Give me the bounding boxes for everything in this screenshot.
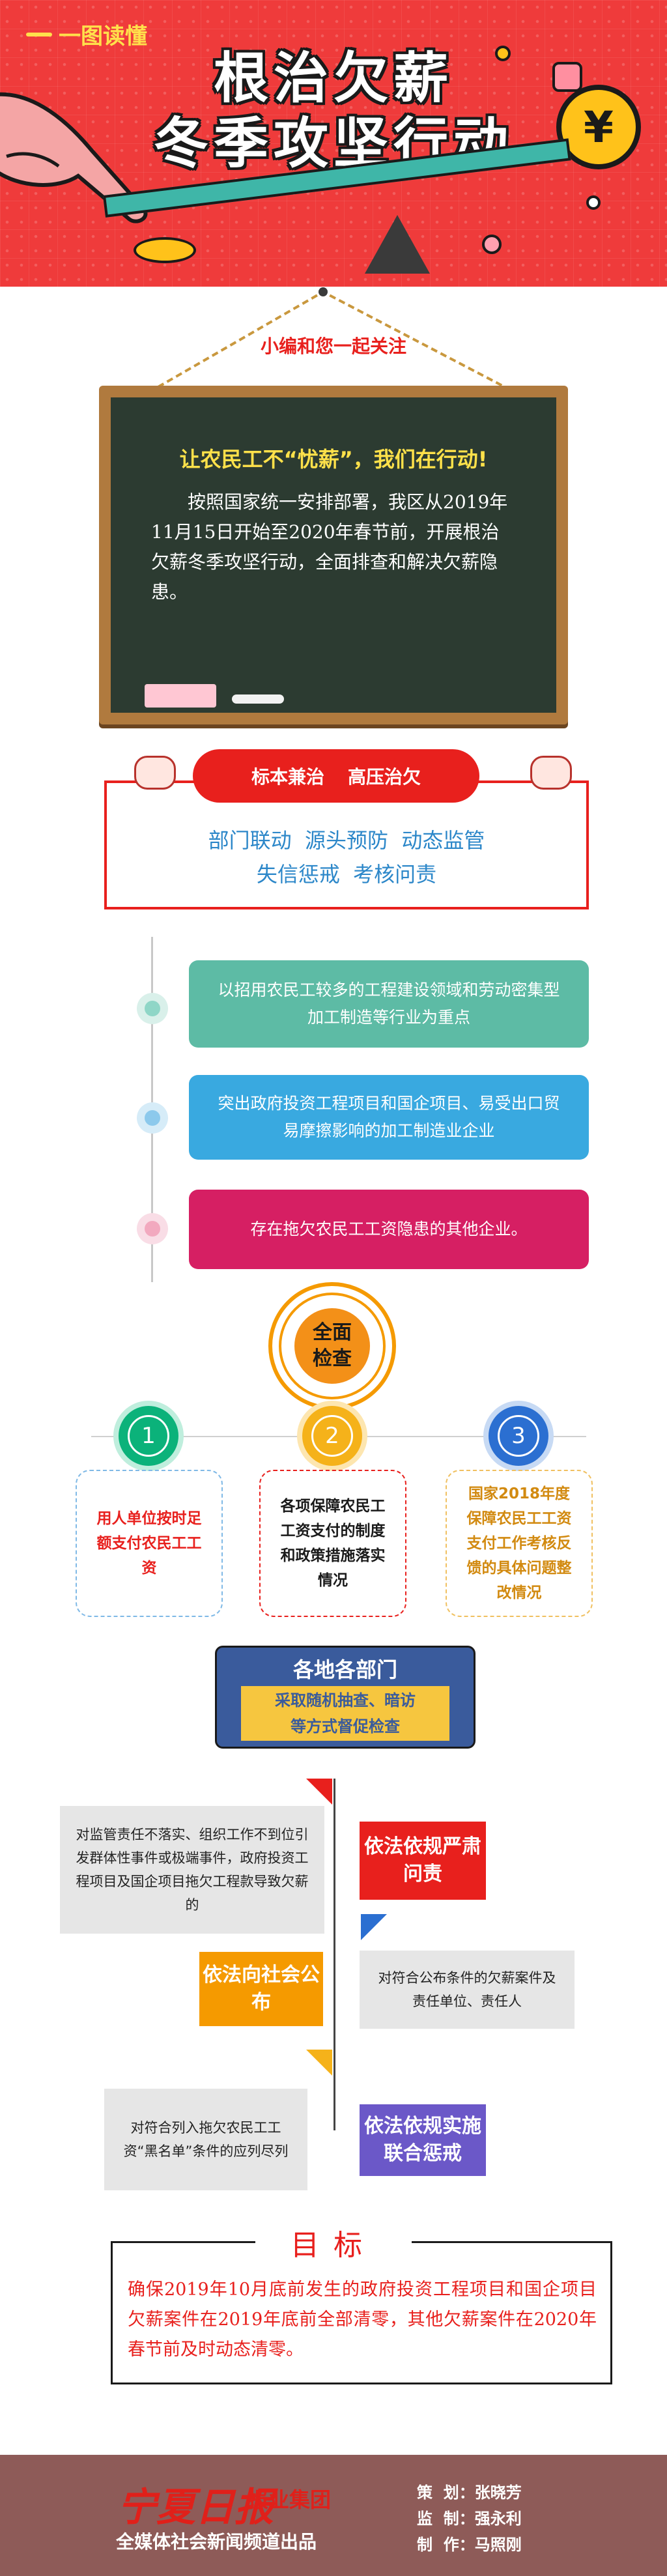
check-ring xyxy=(279,1293,386,1399)
number-badge-2: 2 xyxy=(302,1406,362,1466)
dept-title: 各地各部门 xyxy=(292,1657,397,1682)
channel-name: 全媒体社会新闻频道出品 xyxy=(116,2531,317,2553)
board-hanging-caption: 小编和您一起关注 xyxy=(260,336,406,357)
thumbs-up-icon xyxy=(552,62,582,92)
hero-banner: 一图读懂 根治欠薪 冬季攻坚行动 ¥ xyxy=(0,0,667,287)
pointing-hand-icon xyxy=(0,92,148,223)
principle-lines: 部门联动 源头预防 动态监管 失信惩戒 考核问责 xyxy=(104,823,589,891)
deco-dot xyxy=(495,46,511,61)
focus-card-3: 存在拖欠农民工工资隐患的其他企业。 xyxy=(189,1190,589,1269)
timeline-dot xyxy=(137,1213,168,1244)
title-line-1: 根治欠薪 xyxy=(213,46,453,110)
deco-dot xyxy=(586,195,601,210)
measure-3-text: 对符合列入拖欠农民工工资“黑名单”条件的应列尽列 xyxy=(104,2089,307,2190)
dept-subtitle: 采取随机抽查、暗访等方式督促检查 xyxy=(241,1686,449,1741)
hanging-string xyxy=(130,287,535,404)
measure-3-label: 依法依规实施联合惩戒 xyxy=(360,2104,486,2176)
eraser-icon xyxy=(145,684,216,708)
goal-title: 目标 xyxy=(255,2222,412,2262)
credit-row: 监 制：强永利 xyxy=(417,2510,522,2528)
chalk-icon xyxy=(232,694,284,704)
board-body: 按照国家统一安排部署，我区从2019年11月15日开始至2020年春节前，开展根… xyxy=(151,491,508,603)
fist-icon xyxy=(530,756,572,790)
measure-2-label: 依法向社会公布 xyxy=(199,1952,323,2026)
check-card-3: 国家2018年度保障农民工工资支付工作考核反馈的具体问题整改情况 xyxy=(446,1470,593,1617)
principle-line-1: 部门联动 源头预防 动态监管 xyxy=(208,828,485,853)
focus-card-1: 以招用农民工较多的工程建设领域和劳动密集型加工制造等行业为重点 xyxy=(189,960,589,1048)
check-card-1: 用人单位按时足额支付农民工工资 xyxy=(76,1470,223,1617)
number-badge-3: 3 xyxy=(489,1406,548,1466)
header-tag: 一图读懂 xyxy=(26,18,147,50)
pill-right: 高压治欠 xyxy=(348,766,421,788)
chalkboard xyxy=(111,397,556,713)
seesaw-pivot xyxy=(365,215,430,274)
credit-row: 制 作：马照刚 xyxy=(417,2536,522,2554)
deco-dot xyxy=(482,235,502,254)
footer xyxy=(0,2455,667,2576)
check-card-2: 各项保障农民工工资支付的制度和政策措施落实情况 xyxy=(259,1470,406,1617)
measures-line xyxy=(334,1779,335,2130)
focus-card-2: 突出政府投资工程项目和国企项目、易受出口贸易摩擦影响的加工制造业企业 xyxy=(189,1075,589,1160)
timeline-dot xyxy=(137,993,168,1024)
measure-1-label: 依法依规严肃问责 xyxy=(360,1822,486,1900)
flag-marker xyxy=(306,2050,332,2076)
flag-marker xyxy=(306,1779,332,1805)
newspaper-logo: 宁夏日报 xyxy=(117,2485,274,2530)
timeline-dot xyxy=(137,1102,168,1134)
number-badge-1: 1 xyxy=(119,1406,178,1466)
pill-left: 标本兼治 xyxy=(251,766,324,788)
fist-icon xyxy=(134,756,176,790)
measure-1-text: 对监管责任不落实、组织工作不到位引发群体性事件或极端事件，政府投资工程项目及国企… xyxy=(60,1806,324,1934)
flag-marker xyxy=(361,1914,387,1940)
coin-stack-icon xyxy=(134,237,196,263)
group-name: 报业集团 xyxy=(248,2487,332,2512)
goal-body: 确保2019年10月底前发生的政府投资工程项目和国企项目欠薪案件在2019年底前… xyxy=(128,2280,597,2360)
credit-row: 策 划：张晓芳 xyxy=(417,2483,522,2502)
principle-line-2: 失信惩戒 考核问责 xyxy=(256,862,437,887)
measure-2-text: 对符合公布条件的欠薪案件及责任单位、责任人 xyxy=(360,1951,575,2029)
principle-pill: 标本兼治 高压治欠 xyxy=(193,749,479,803)
check-title: 全面检查 xyxy=(294,1308,370,1384)
board-title: 让农民工不“忧薪”，我们在行动! xyxy=(179,447,488,472)
